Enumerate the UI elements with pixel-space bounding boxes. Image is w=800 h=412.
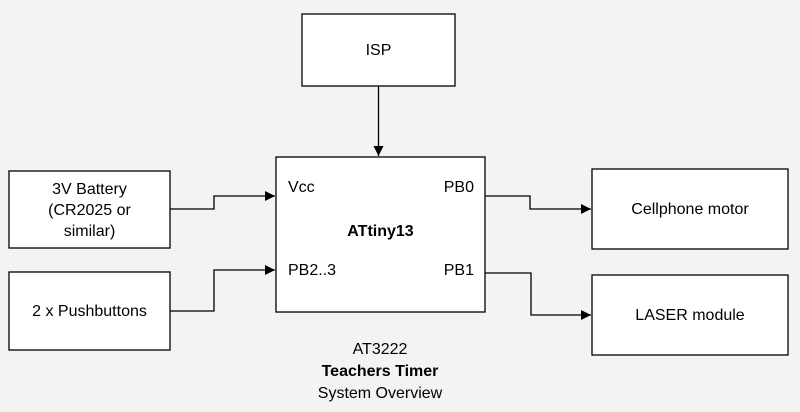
battery-label-line-1: 3V Battery [52, 181, 127, 198]
pushbuttons-block: 2 x Pushbuttons [8, 271, 171, 351]
motor-label: Cellphone motor [631, 201, 749, 218]
isp-label: ISP [366, 42, 392, 59]
caption-title: Teachers Timer [321, 363, 439, 380]
motor-block: Cellphone motor [591, 168, 789, 250]
mcu-block: ATtiny13 Vcc PB2..3 PB0 PB1 [275, 156, 486, 313]
pb1-to-laser-arrow [485, 272, 591, 320]
mcu-label: ATtiny13 [347, 223, 413, 240]
pb0-to-motor-arrow [485, 195, 591, 214]
battery-block: 3V Battery (CR2025 or similar) [8, 170, 171, 249]
pin-pb2-3: PB2..3 [288, 262, 336, 279]
pin-vcc: Vcc [288, 179, 315, 196]
laser-label: LASER module [635, 307, 744, 324]
isp-block: ISP [301, 13, 456, 87]
pushbuttons-to-pb23-arrow [170, 265, 275, 312]
pin-pb0: PB0 [444, 179, 474, 196]
battery-to-vcc-arrow [170, 191, 275, 210]
pushbuttons-label: 2 x Pushbuttons [32, 303, 147, 320]
pin-pb1: PB1 [444, 262, 474, 279]
battery-label-line-3: similar) [64, 223, 116, 240]
caption-code: AT3222 [352, 341, 408, 358]
battery-label-line-2: (CR2025 or [48, 202, 131, 219]
laser-block: LASER module [591, 274, 789, 356]
caption-subtitle: System Overview [317, 385, 443, 402]
